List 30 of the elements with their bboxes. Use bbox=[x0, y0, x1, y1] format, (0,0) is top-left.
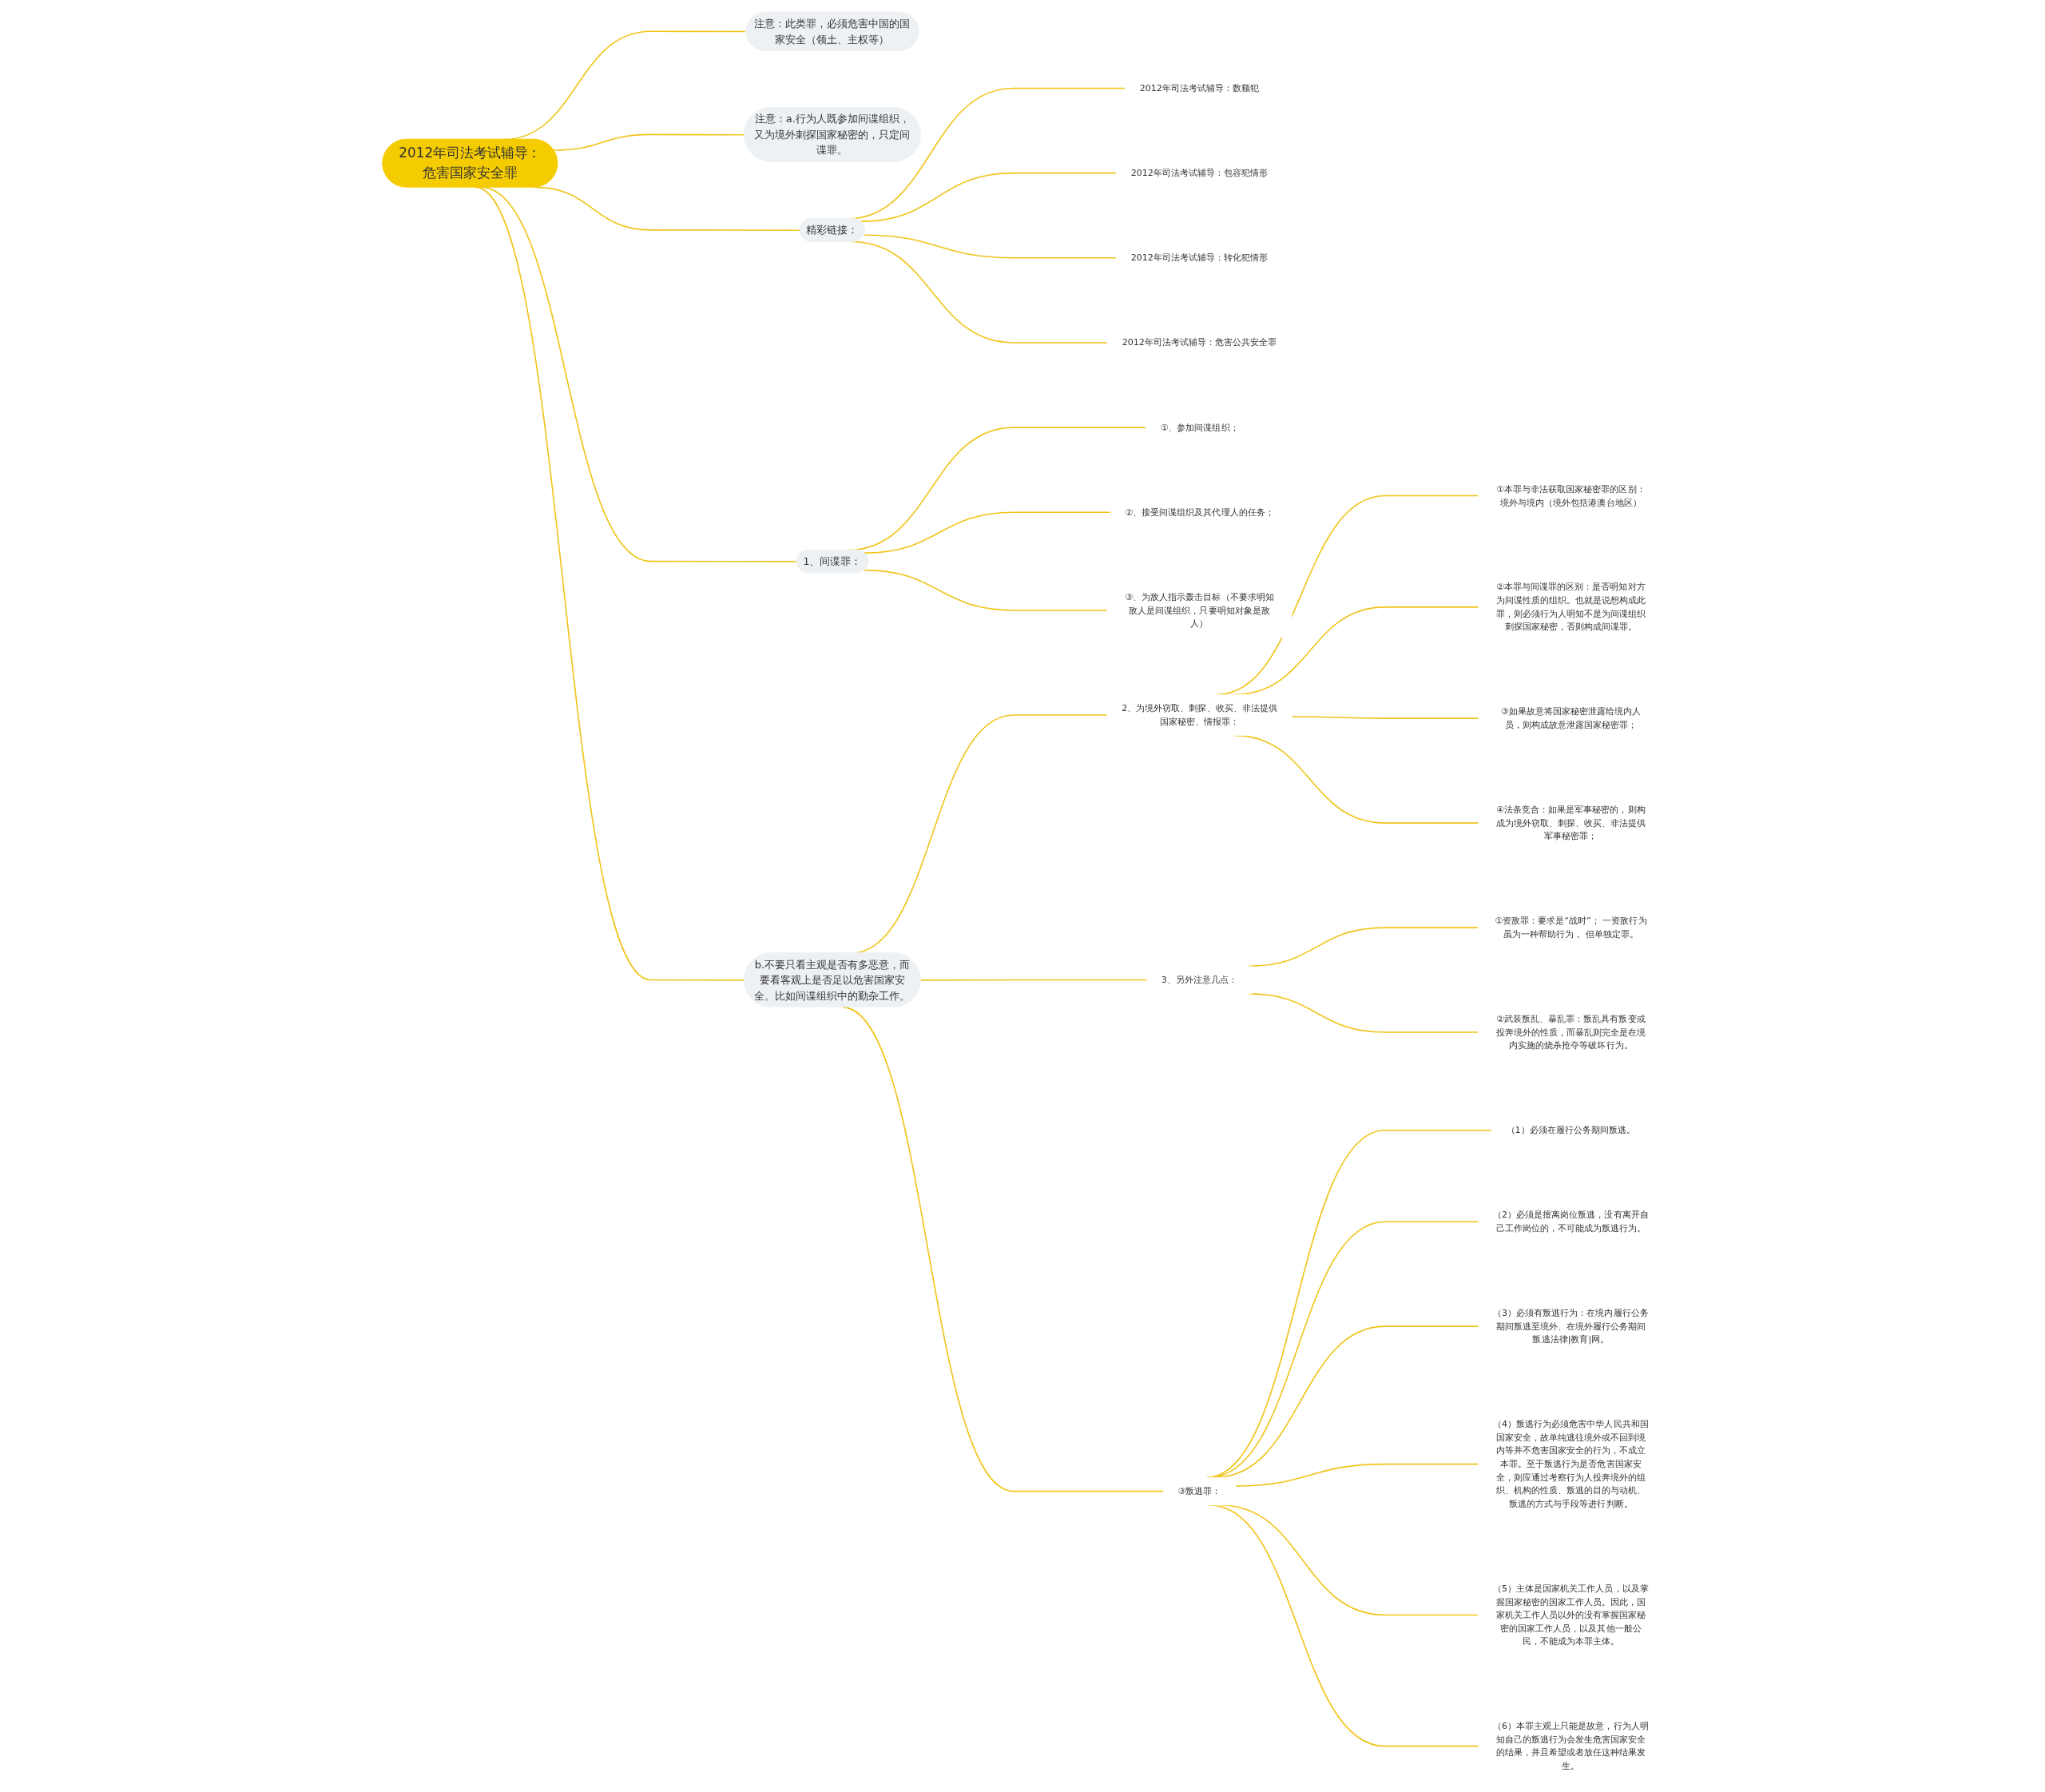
node-text: （2）必须是擅离岗位叛逃，没有离开自己工作岗位的，不可能成为叛逃行为。 bbox=[1492, 1209, 1649, 1234]
node-text: 2012年司法考试辅导：转化犯情形 bbox=[1130, 252, 1268, 263]
node-text: （4）叛逃行为必须危害中华人民共和国国家安全，故单纯逃往境外或不回到境内等并不危害国家安全的行为，不成立本罪。至于叛逃行为是否危害国家安全，则应通过考察行为人投奔境外的组织、机构的性质、叛逃的目的与动机、叛逃的方式与手段等进行判断。 bbox=[1492, 1418, 1649, 1509]
connector bbox=[534, 186, 800, 231]
node-text: （1）必须在履行公务期间叛逃。 bbox=[1506, 1124, 1635, 1135]
node-text: ②武装叛乱、暴乱罪：叛乱具有叛变或投奔境外的性质，而暴乱则完全是在境内实施的烧杀抢夺等破坏行为。 bbox=[1495, 1013, 1646, 1051]
node-text: 2012年司法考试辅导：包容犯情形 bbox=[1130, 167, 1268, 178]
node-text: ②本罪与间谍罪的区别：是否明知对方为间谍性质的组织。也就是说想构成此罪，则必须行为人明知不是为间谍组织刺探国家秘密，否则构成间谍罪。 bbox=[1495, 582, 1646, 632]
node-text: 2、为境外窃取、刺探、收买、非法提供国家秘密、情报罪： bbox=[1121, 702, 1277, 727]
node-text: ①资敌罪：要求是“战时”； 一资敌行为虽为一种帮助行为， 但单独定罪。 bbox=[1494, 915, 1647, 940]
connector bbox=[919, 979, 1147, 981]
connector bbox=[863, 569, 1108, 611]
connector bbox=[1290, 716, 1479, 719]
node-text: ①本罪与非法获取国家秘密罪的区别：境外与境内（境外包括港澳台地区） bbox=[1495, 483, 1646, 507]
connector bbox=[860, 172, 1117, 222]
node-text: （6）本罪主观上只能是故意，行为人明知自己的叛逃行为会发生危害国家安全的结果，并且希望或者放任这种结果发生。 bbox=[1492, 1720, 1649, 1771]
node-text: ②、接受间谍组织及其代理人的任务； bbox=[1124, 507, 1274, 518]
connector bbox=[552, 133, 745, 151]
node-text: 3、另外注意几点： bbox=[1161, 974, 1237, 985]
connector bbox=[863, 511, 1111, 554]
node-text: 2012年司法考试辅导：危害公共安全罪 bbox=[1122, 336, 1277, 348]
node-text: ①、参加间谍组织； bbox=[1159, 422, 1239, 433]
node-text: 2012年司法考试辅导：数额犯 bbox=[1139, 82, 1259, 93]
node-text: ③如果故意将国家秘密泄露给境内人员，则构成故意泄露国家秘密罪； bbox=[1500, 705, 1641, 730]
node-text: （5）主体是国家机关工作人员，以及掌握国家秘密的国家工作人员。因此，国家机关工作人员以外的没有掌握国家秘密的国家工作人员，以及其他一般公民，不能成为本罪主体。 bbox=[1492, 1583, 1649, 1647]
connector bbox=[1234, 1463, 1479, 1487]
node-text: （3）必须有叛逃行为：在境内履行公务期间叛逃至境外、在境外履行公务期间叛逃法律|教育|网。 bbox=[1492, 1307, 1649, 1345]
node-text: ③、为敌人指示轰击目标（不要求明知敌人是间谍组织，只要明知对象是敌人） bbox=[1124, 591, 1274, 629]
connector bbox=[863, 234, 1117, 259]
node-text: ④法条竞合：如果是军事秘密的，则构成为境外窃取、刺探、收买、非法提供军事秘密罪； bbox=[1495, 804, 1646, 841]
